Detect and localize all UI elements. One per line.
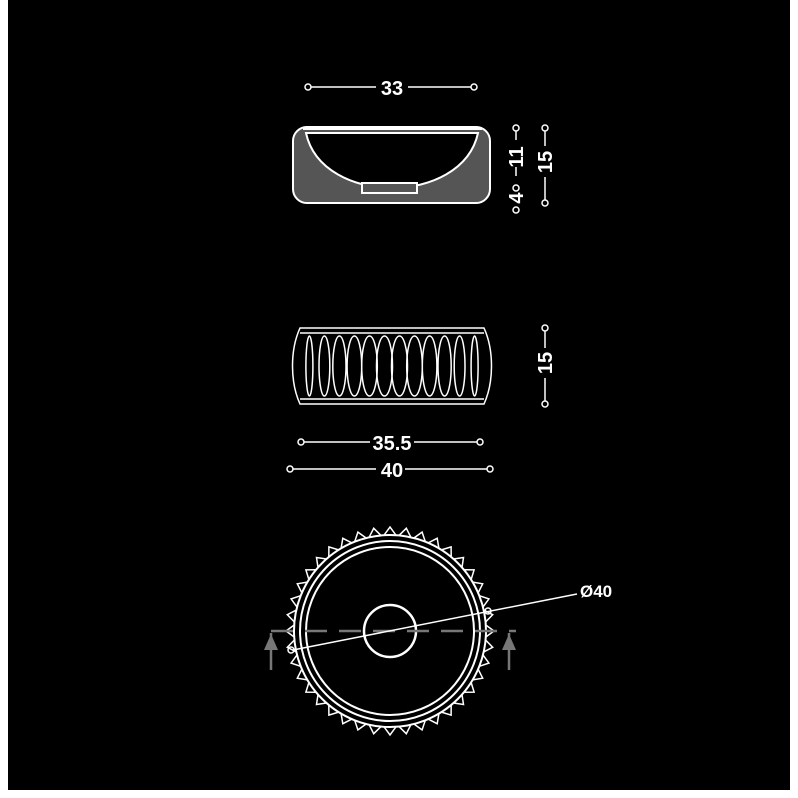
rim-tooth: [479, 654, 491, 668]
front-rib: [390, 335, 409, 397]
rim-tooth: [353, 720, 367, 732]
section-cut-line: [264, 629, 516, 670]
dimension-label-top-width: 33: [381, 78, 403, 100]
rim-tooth: [340, 713, 353, 725]
rim-tooth: [328, 545, 339, 558]
rim-tooth: [289, 654, 301, 668]
drawing-background: [8, 0, 790, 790]
dimension-diameter: [287, 593, 578, 654]
rim-tooth: [368, 527, 382, 538]
rim-tooth: [453, 694, 465, 706]
rim-tooth: [383, 525, 397, 536]
rim-tooth: [453, 556, 465, 568]
rim-tooth: [289, 594, 301, 608]
rim-tooth: [427, 537, 440, 549]
rim-tooth: [463, 682, 476, 693]
rim-tooth: [413, 720, 427, 732]
rim-tooth: [413, 530, 427, 542]
dimension-inner-width: [297, 438, 484, 446]
dimension-label-diameter: Ø40: [580, 582, 612, 601]
cut-arrow-left-icon: [264, 634, 278, 650]
rim-tooth: [398, 527, 412, 538]
dimension-label-inner-width: 35.5: [373, 433, 412, 455]
front-rib: [470, 335, 479, 397]
front-body-outline: [291, 327, 493, 405]
rim-tooth: [328, 704, 339, 717]
rim-tooth: [315, 694, 327, 706]
drain-outlet: [361, 182, 418, 194]
dimension-depth: [512, 124, 520, 214]
front-rib: [360, 335, 379, 397]
rim-tooth: [472, 581, 484, 594]
rim-tooth: [340, 537, 353, 549]
rim-tooth: [304, 682, 317, 693]
rim-tooth: [398, 724, 412, 735]
front-rib: [437, 335, 452, 397]
dimension-outer-width: [286, 465, 494, 473]
rim-tooth: [441, 704, 452, 717]
dimension-label-outer-width: 40: [381, 460, 403, 482]
rim-tooth: [483, 639, 494, 653]
rim-tooth: [353, 530, 367, 542]
rim-tooth: [296, 668, 308, 681]
rim-tooth: [463, 569, 476, 580]
rim-tooth: [315, 556, 327, 568]
rim-tooth: [368, 724, 382, 735]
cut-arrow-right-icon: [502, 634, 516, 650]
front-rib: [332, 335, 347, 397]
rim-tooth: [383, 726, 397, 737]
front-rib: [453, 335, 466, 397]
front-view: [291, 327, 493, 405]
front-rib: [421, 335, 438, 397]
dimension-label-base-height: 4: [506, 192, 528, 204]
rim-tooth: [472, 668, 484, 681]
dimension-label-section-height: 15: [535, 151, 557, 173]
rim-tooth: [479, 594, 491, 608]
rim-tooth: [304, 569, 317, 580]
front-rib: [305, 335, 314, 397]
section-view: [292, 126, 491, 204]
dimension-label-basin-depth: 11: [506, 146, 528, 167]
rim-tooth: [296, 581, 308, 594]
dimension-front-height: [541, 324, 549, 408]
dimension-label-front-height: 15: [535, 352, 557, 374]
dimension-section-height: [541, 124, 549, 207]
rim-tooth: [286, 609, 297, 623]
front-rib: [318, 335, 331, 397]
rim-tooth: [441, 545, 452, 558]
dimension-top-width: [304, 83, 478, 91]
rim-tooth: [427, 713, 440, 725]
front-rib: [375, 335, 394, 397]
